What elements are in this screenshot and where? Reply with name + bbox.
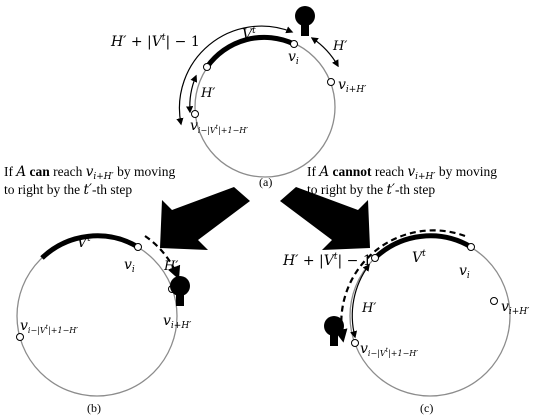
node-v-left-b bbox=[16, 333, 24, 341]
svg-text:to right by the t′-th step: to right by the t′-th step bbox=[4, 182, 132, 198]
svg-text:If A cannot reach vi+H′ by mov: If A cannot reach vi+H′ by moving bbox=[307, 164, 497, 182]
panel-b: Vt vi H′ vi+H′ vi−|Vt|+1−H′ (b) bbox=[16, 233, 191, 415]
label-vt-a: Vt bbox=[242, 26, 256, 43]
condition-left: If A can reach vi+H′ by moving to right … bbox=[4, 164, 175, 198]
agent-visited-arc-c bbox=[373, 233, 473, 260]
node-v-left-c bbox=[351, 339, 359, 347]
svg-text:to right by the t′-th step: to right by the t′-th step bbox=[307, 182, 435, 198]
label-h-c: H′ bbox=[361, 301, 376, 316]
agent-icon-c bbox=[324, 316, 344, 346]
label-v-right-b: vi+H′ bbox=[163, 313, 191, 331]
label-v-right-a: vi+H′ bbox=[338, 77, 366, 95]
node-v-left-top-c bbox=[371, 254, 379, 262]
node-vi-c bbox=[467, 243, 475, 251]
label-h-b: H′ bbox=[163, 259, 178, 274]
label-v-right-c: vi+H′ bbox=[501, 299, 529, 317]
panel-a: H′ + |Vt| − 1 Vt vi H′ vi+H′ H′ vi−|Vt|+… bbox=[110, 6, 366, 189]
label-vt-c: Vt bbox=[412, 249, 426, 266]
node-v-right-a bbox=[327, 78, 335, 86]
move-path-b bbox=[144, 235, 181, 280]
caption-a: (a) bbox=[259, 175, 272, 189]
agent-visited-arc-b bbox=[40, 233, 140, 260]
label-top-a: H′ + |Vt| − 1 bbox=[110, 33, 200, 50]
agent-icon-a bbox=[295, 6, 315, 36]
node-v-left-top-a bbox=[203, 63, 211, 71]
label-v-left-b: vi−|Vt|+1−H′ bbox=[20, 318, 78, 335]
label-vt-b: Vt bbox=[77, 234, 91, 251]
caption-c: (c) bbox=[420, 401, 433, 415]
caption-b: (b) bbox=[87, 401, 101, 415]
node-v-right-c bbox=[490, 297, 498, 305]
svg-text:If A can reach vi+H′ by moving: If A can reach vi+H′ by moving bbox=[4, 164, 175, 182]
label-vi-b: vi bbox=[124, 257, 135, 275]
condition-right: If A cannot reach vi+H′ by moving to rig… bbox=[307, 164, 497, 198]
branch-arrow-right bbox=[280, 187, 370, 250]
h-prime-arrow-right-a bbox=[310, 37, 339, 68]
h-prime-arrow-c bbox=[350, 263, 370, 339]
node-v-left-a bbox=[191, 110, 199, 118]
node-vi-b bbox=[134, 243, 142, 251]
label-vi-c: vi bbox=[459, 263, 470, 281]
label-top-c: H′ + |Vt| − 1 bbox=[282, 252, 372, 269]
panel-c: H′ + |Vt| − 1 Vt vi H′ vi+H′ vi−|Vt|+1−H… bbox=[282, 229, 529, 415]
agent-icon-b bbox=[170, 276, 190, 306]
label-h-right-a: H′ bbox=[332, 39, 347, 54]
label-v-left-c: vi−|Vt|+1−H′ bbox=[360, 341, 418, 358]
total-span-arrow-a bbox=[176, 25, 294, 126]
node-vi-a bbox=[290, 40, 298, 48]
label-vi-a: vi bbox=[288, 49, 299, 67]
label-h-left-a: H′ bbox=[200, 86, 215, 101]
branch-arrow-left bbox=[160, 187, 250, 250]
label-v-left-a: vi−|Vt|+1−H′ bbox=[190, 118, 248, 135]
ring-b bbox=[16, 235, 178, 397]
